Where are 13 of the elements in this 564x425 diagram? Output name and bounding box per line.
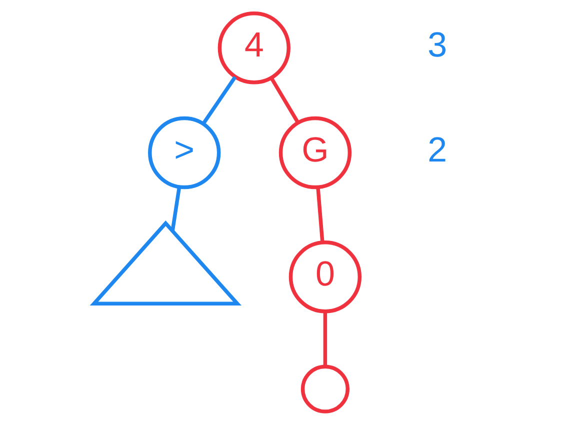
label: 2 — [427, 130, 447, 170]
node-circle: 0 — [288, 240, 362, 314]
connector — [316, 187, 324, 243]
node-circle — [300, 364, 349, 414]
label: 3 — [427, 25, 447, 64]
connector — [170, 186, 181, 232]
node-circle: 4 — [217, 12, 290, 84]
node-triangle — [89, 220, 241, 306]
connector — [322, 312, 327, 367]
node-circle: > — [148, 116, 220, 190]
connector — [201, 76, 236, 125]
connector — [269, 77, 300, 124]
node-circle: G — [278, 116, 352, 190]
